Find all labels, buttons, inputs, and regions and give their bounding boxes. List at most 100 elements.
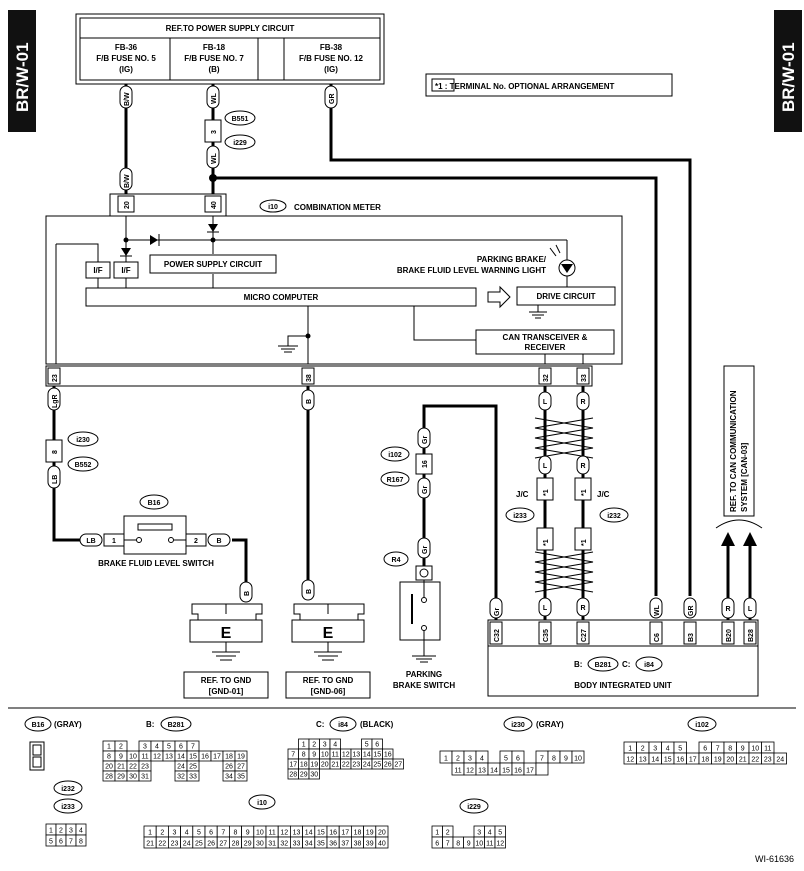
conn-b551: B551 xyxy=(232,116,249,123)
connector-b551-i229: 3 B551 i229 xyxy=(204,110,256,150)
conn-r167: R167 xyxy=(387,477,404,484)
can-ref-label-1: REF. TO CAN COMMUNICATION xyxy=(729,390,738,512)
pin-number: 7 xyxy=(221,830,225,837)
pin-number: 16 xyxy=(329,830,337,837)
pin-number: 28 xyxy=(232,841,240,848)
power-supply-circuit-label: POWER SUPPLY CIRCUIT xyxy=(164,260,262,269)
pin-cell xyxy=(494,836,506,849)
pin-number: 13 xyxy=(639,757,647,764)
pin-number: 20 xyxy=(378,830,386,837)
pin-16: 16 xyxy=(422,460,429,468)
pin-number: 4 xyxy=(155,744,159,751)
pin-number: 9 xyxy=(246,830,250,837)
pin-cell xyxy=(186,770,200,782)
pin-cell xyxy=(375,836,389,849)
side-tab-left-label: BR/W-01 xyxy=(13,42,32,112)
conn-i84: i84 xyxy=(644,662,654,669)
pin-number: 23 xyxy=(171,841,179,848)
pin-number: 1 xyxy=(107,744,111,751)
pin-number: 37 xyxy=(341,841,349,848)
gnd06-label-2: [GND-06] xyxy=(311,687,346,696)
pin-number: 23 xyxy=(764,757,772,764)
pin-number: 34 xyxy=(305,841,313,848)
pin-number: 10 xyxy=(475,841,483,848)
wire-label-lgr: LgR xyxy=(52,394,59,408)
twist-marks xyxy=(534,417,594,593)
pin-b28: B28 xyxy=(748,629,755,642)
side-tab-right xyxy=(774,10,802,132)
jc-star-l-2: *1 xyxy=(543,539,550,546)
conn-i232: i232 xyxy=(607,513,621,520)
pin-number: 2 xyxy=(59,828,63,835)
conn-i230: i230 xyxy=(76,437,90,444)
wire-label-l-3: L xyxy=(543,605,548,612)
pin-number: 20 xyxy=(105,764,113,771)
lgr-lb-labels: LgR 8 i230 B552 LB xyxy=(45,387,99,489)
side-tab-right-label: BR/W-01 xyxy=(779,42,798,112)
fuse-3-line2: F/B FUSE NO. 12 xyxy=(299,54,364,63)
pin-number: 35 xyxy=(317,841,325,848)
pin-3: 3 xyxy=(211,130,218,134)
terminal-note-text: *1 : TERMINAL No. OPTIONAL ARRANGEMENT xyxy=(435,82,615,91)
pin-number: 13 xyxy=(165,754,173,761)
conn-b552: B552 xyxy=(75,462,92,469)
legend-i10: i10 xyxy=(257,800,267,807)
pin-number: 12 xyxy=(280,830,288,837)
conn-i10: i10 xyxy=(268,204,278,211)
pin-number: 12 xyxy=(626,757,634,764)
pin-number: 2 xyxy=(160,830,164,837)
pin-2: 2 xyxy=(194,538,198,545)
wire-label-wl-2: WL xyxy=(211,152,218,164)
pin-number: 16 xyxy=(201,754,209,761)
combination-meter-label: COMBINATION METER xyxy=(294,203,381,212)
can-ref-label-2: SYSTEM [CAN-03] xyxy=(740,442,749,512)
pin-number: 8 xyxy=(456,841,460,848)
wire-label-gr-3: Gr xyxy=(422,486,429,494)
pin-number: 7 xyxy=(540,756,544,763)
pin-c27: C27 xyxy=(581,629,588,642)
legend-b16: B16 xyxy=(32,722,45,729)
footer-code: WI-61636 xyxy=(755,854,794,864)
pin-number: 16 xyxy=(676,757,684,764)
terminal-note: *1 : TERMINAL No. OPTIONAL ARRANGEMENT xyxy=(425,73,673,97)
pin-number: 2 xyxy=(312,742,316,749)
wire-label-l-2: L xyxy=(543,463,548,470)
pin-number: 22 xyxy=(342,762,350,769)
pin-number: 2 xyxy=(446,830,450,837)
pin-number: 5 xyxy=(365,742,369,749)
pin-number: 8 xyxy=(728,746,732,753)
pin-number: 7 xyxy=(69,839,73,846)
jc-star-l-1: *1 xyxy=(543,489,550,496)
pin-number: 5 xyxy=(197,830,201,837)
pin-number: 30 xyxy=(129,774,137,781)
pin-number: 12 xyxy=(153,754,161,761)
jc-star-r-2: *1 xyxy=(581,539,588,546)
fuse-2-line3: (B) xyxy=(208,65,219,74)
drive-circuit-label: DRIVE CIRCUIT xyxy=(536,292,595,301)
conn-i229: i229 xyxy=(233,140,247,147)
wire-label-b-2: B xyxy=(306,399,313,404)
pin-number: 11 xyxy=(332,752,339,759)
pin-number: 18 xyxy=(225,754,233,761)
pin-number: 40 xyxy=(378,841,386,848)
wire-label-r-1: R xyxy=(580,399,585,406)
parking-brake-switch: Gr i102 16 R167 Gr Gr R4 PARKING BRAKE S… xyxy=(380,427,455,690)
power-ref-title: REF.TO POWER SUPPLY CIRCUIT xyxy=(166,24,295,33)
pin-number: 5 xyxy=(498,830,502,837)
pin-number: 3 xyxy=(468,756,472,763)
wire-label-b-4: B xyxy=(306,589,313,594)
pin-number: 19 xyxy=(366,830,374,837)
pin-number: 3 xyxy=(323,742,327,749)
pin-number: 22 xyxy=(751,757,759,764)
pin-number: 25 xyxy=(373,762,381,769)
pin-number: 17 xyxy=(526,768,534,775)
pin-number: 28 xyxy=(289,772,297,779)
pin-number: 20 xyxy=(726,757,734,764)
wire-label-lb-1: LB xyxy=(52,475,59,484)
pin-number: 12 xyxy=(466,768,474,775)
pin-number: 3 xyxy=(143,744,147,751)
wire-label-gr-2: Gr xyxy=(422,436,429,444)
pin-number: 13 xyxy=(478,768,486,775)
pin-number: 4 xyxy=(666,746,670,753)
